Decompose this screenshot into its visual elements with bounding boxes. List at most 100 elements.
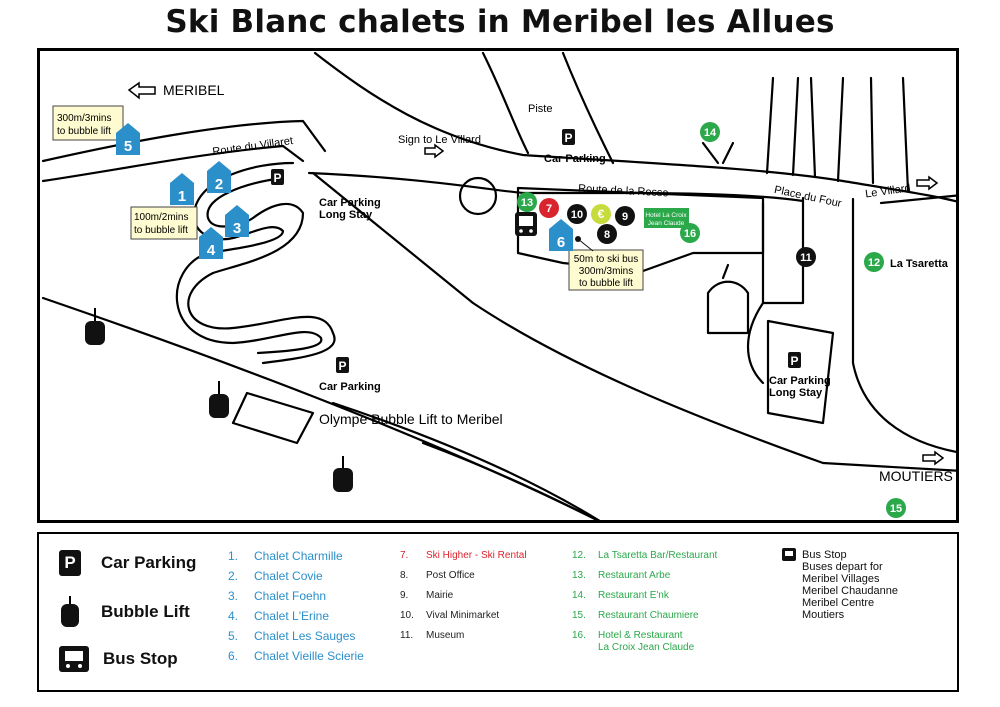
poi-marker-13: 13 bbox=[517, 192, 537, 212]
arrow-right-icon bbox=[916, 175, 939, 191]
gondola-icons bbox=[85, 308, 353, 492]
roads bbox=[41, 51, 956, 520]
poi-marker-16: 16 bbox=[680, 223, 700, 243]
chalet-marker-2: 2 bbox=[207, 161, 231, 193]
legend-bubble-lift: Bubble Lift bbox=[59, 596, 190, 628]
parking-icon: P bbox=[562, 129, 575, 145]
tsaretta-label: La Tsaretta bbox=[890, 258, 949, 270]
list-item: 6.Chalet Vieille Scierie bbox=[228, 649, 364, 663]
road-label-villaret: Route du Villaret bbox=[212, 135, 294, 158]
svg-text:14: 14 bbox=[704, 127, 717, 139]
svg-text:to bubble lift: to bubble lift bbox=[579, 278, 633, 289]
legend-restaurants: 12.La Tsaretta Bar/Restaurant 13.Restaur… bbox=[572, 546, 717, 654]
poi-marker-8: 8 bbox=[597, 224, 617, 244]
page-title: Ski Blanc chalets in Meribel les Allues bbox=[165, 4, 835, 40]
hotel-tag: Hotel La Croix Jean Claude bbox=[644, 208, 689, 228]
svg-text:P: P bbox=[564, 131, 572, 145]
svg-text:16: 16 bbox=[684, 228, 696, 240]
chalet-marker-1: 1 bbox=[170, 173, 194, 205]
arrow-right-icon bbox=[922, 450, 945, 466]
poi-marker-10: 10 bbox=[567, 204, 587, 224]
poi-marker-9: 9 bbox=[615, 206, 635, 226]
note-chalet-6: 50m to ski bus 300m/3mins to bubble lift bbox=[568, 249, 644, 291]
chalet-marker-4: 4 bbox=[199, 227, 223, 259]
bubble-lift-label: Olympe Bubble Lift to Meribel bbox=[319, 411, 503, 427]
map-canvas: MERIBEL Route du Villaret Sign to Le Vil… bbox=[41, 51, 956, 520]
chalet-marker-6: 6 bbox=[549, 219, 573, 251]
note-chalets-1-4: 100m/2mins to bubble lift bbox=[130, 206, 198, 240]
list-item: 14.Restaurant E'nk bbox=[572, 590, 669, 601]
arrow-icons bbox=[127, 81, 945, 466]
parking-label-top: Car Parking bbox=[544, 153, 606, 165]
parking-icon: P bbox=[336, 357, 349, 373]
svg-text:6: 6 bbox=[557, 234, 565, 251]
bubble-lift-icon bbox=[61, 596, 79, 627]
chalet-marker-3: 3 bbox=[225, 205, 249, 237]
list-item: 1.Chalet Charmille bbox=[228, 549, 343, 563]
poi-marker-11: 11 bbox=[796, 247, 816, 267]
svg-text:Jean Claude: Jean Claude bbox=[648, 220, 685, 227]
road-label-resse: Route de la Resse bbox=[578, 183, 669, 200]
svg-text:11: 11 bbox=[800, 252, 812, 264]
svg-text:10: 10 bbox=[571, 209, 583, 221]
parking-icon: P bbox=[788, 352, 801, 368]
svg-text:P: P bbox=[273, 171, 281, 185]
legend-parking: P Car Parking bbox=[59, 550, 196, 576]
svg-text:100m/2mins: 100m/2mins bbox=[134, 212, 188, 223]
list-item: 8.Post Office bbox=[400, 570, 475, 581]
bus-stop-icon bbox=[515, 212, 537, 236]
chalet-markers[interactable]: 5 1 2 3 4 6 bbox=[116, 123, 573, 259]
list-item: 13.Restaurant Arbe bbox=[572, 570, 671, 581]
svg-text:7: 7 bbox=[546, 203, 552, 215]
svg-text:3: 3 bbox=[233, 220, 241, 237]
parking-icon: P bbox=[59, 550, 81, 576]
bus-stop-icon bbox=[59, 646, 89, 672]
svg-text:12: 12 bbox=[868, 257, 880, 269]
poi-marker-14: 14 bbox=[700, 122, 720, 142]
list-item: 2.Chalet Covie bbox=[228, 569, 323, 583]
svg-text:300m/3mins: 300m/3mins bbox=[579, 266, 633, 277]
road-label-meribel: MERIBEL bbox=[163, 82, 225, 98]
svg-text:Hotel La Croix: Hotel La Croix bbox=[645, 212, 687, 219]
list-item: 9.Mairie bbox=[400, 590, 454, 601]
parking-icon: P bbox=[271, 169, 284, 185]
list-item: 5.Chalet Les Sauges bbox=[228, 629, 356, 643]
legend bbox=[37, 532, 959, 692]
place-du-four-label: Place du Four bbox=[773, 184, 843, 210]
piste-label: Piste bbox=[528, 103, 552, 115]
svg-text:to bubble lift: to bubble lift bbox=[57, 126, 111, 137]
svg-text:5: 5 bbox=[124, 138, 132, 155]
bubble-lift-icon bbox=[85, 308, 105, 345]
legend-bus-note: Bus Stop Buses depart for Meribel Villag… bbox=[782, 548, 898, 621]
svg-text:9: 9 bbox=[622, 211, 628, 223]
svg-text:50m to ski bus: 50m to ski bus bbox=[574, 254, 638, 265]
list-item: 3.Chalet Foehn bbox=[228, 589, 327, 603]
poi-marker-15: 15 bbox=[886, 498, 906, 518]
note-chalet-5: 300m/3mins to bubble lift bbox=[52, 105, 124, 141]
arrow-left-icon bbox=[127, 81, 156, 100]
list-item: 12.La Tsaretta Bar/Restaurant bbox=[572, 550, 718, 561]
list-item: 7.Ski Higher - Ski Rental bbox=[400, 550, 527, 561]
svg-text:P: P bbox=[338, 359, 346, 373]
svg-text:to bubble lift: to bubble lift bbox=[134, 225, 188, 236]
euro-atm-icon: € bbox=[591, 204, 611, 224]
svg-text:300m/3mins: 300m/3mins bbox=[57, 113, 111, 124]
poi-markers[interactable]: 13 7 10 € 9 8 16 14 11 12 15 bbox=[517, 122, 906, 518]
arrow-right-icon bbox=[424, 143, 445, 159]
legend-chalets: 1.Chalet Charmille 2.Chalet Covie 3.Chal… bbox=[228, 546, 364, 666]
poi-marker-7: 7 bbox=[539, 198, 559, 218]
svg-text:4: 4 bbox=[207, 242, 216, 259]
map[interactable]: MERIBEL Route du Villaret Sign to Le Vil… bbox=[37, 48, 959, 523]
poi-marker-12: 12 bbox=[864, 252, 884, 272]
distance-notes: 300m/3mins to bubble lift 100m/2mins to … bbox=[52, 105, 689, 291]
list-item: 11.Museum bbox=[400, 630, 465, 641]
sign-le-villard: Sign to Le Villard bbox=[398, 134, 481, 146]
list-item: 15.Restaurant Chaumiere bbox=[572, 610, 699, 621]
list-item: 4.Chalet L'Erine bbox=[228, 609, 329, 623]
svg-text:15: 15 bbox=[890, 503, 902, 515]
svg-text:1: 1 bbox=[178, 188, 186, 205]
legend-bus-stop: Bus Stop bbox=[59, 646, 178, 672]
svg-text:2: 2 bbox=[215, 176, 223, 193]
svg-text:8: 8 bbox=[604, 229, 610, 241]
